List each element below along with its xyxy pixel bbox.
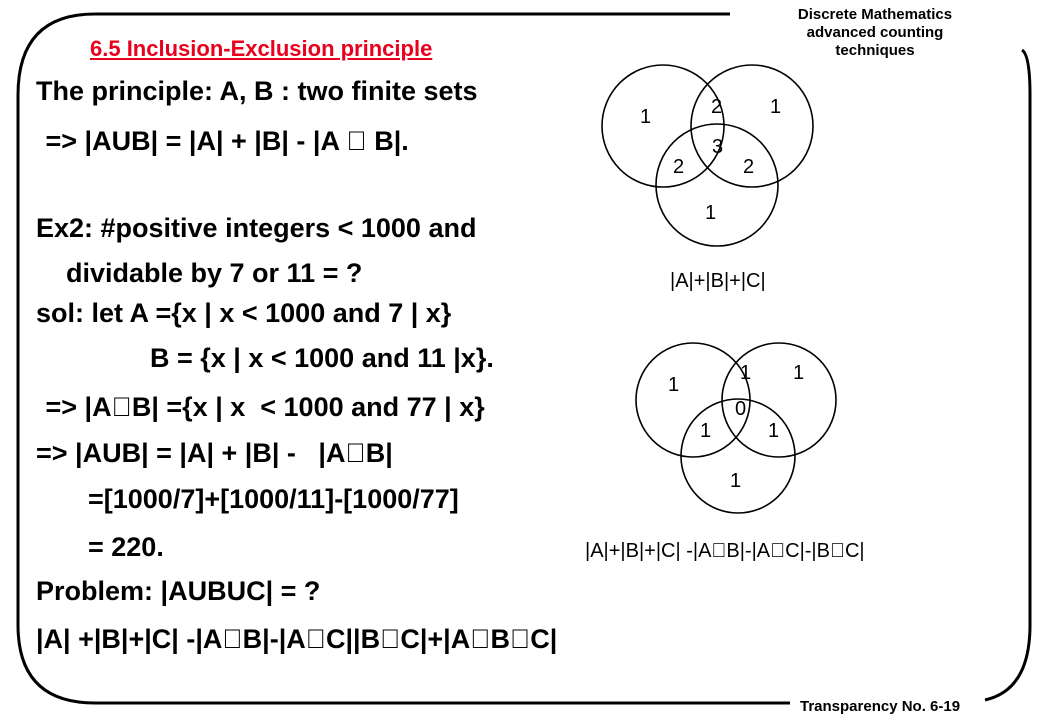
venn-bottom-label-c: 1 (730, 470, 742, 492)
venn-bottom-label-b: 1 (793, 362, 805, 384)
text-line-12: |A| +|B|+|C| -|AB|-|AC||BC|+|ABC| (36, 624, 557, 654)
venn-bottom-label-ac: 1 (700, 420, 712, 442)
text-line-10: = 220. (88, 532, 164, 562)
course-name: Discrete Mathematics (797, 6, 953, 23)
text-line-2: => |AUB| = |A| + |B| - |A  B|. (38, 126, 409, 156)
text-line-11: Problem: |AUBUC| = ? (36, 576, 321, 606)
venn-top-label-abc: 3 (712, 136, 724, 158)
venn-top (601, 64, 814, 247)
course-subtitle: advanced counting techniques (806, 24, 944, 59)
text-line-9: =[1000/7]+[1000/11]-[1000/77] (88, 484, 459, 514)
venn-bottom-label-a: 1 (668, 374, 680, 396)
text-line-7: => |AB| ={x | x < 1000 and 77 | x} (38, 392, 485, 422)
slide-title: 6.5 Inclusion-Exclusion principle (90, 36, 433, 61)
text-line-1: The principle: A, B : two finite sets (36, 76, 478, 106)
text-line-5: sol: let A ={x | x < 1000 and 7 | x} (36, 298, 452, 328)
venn-top-label-a: 1 (640, 106, 652, 128)
venn-top-label-bc: 2 (743, 156, 755, 178)
venn-bottom-caption: |A|+|B|+|C| -|AB|-|AC|-|BC| (585, 540, 865, 562)
transparency-number: Transparency No. 6-19 (800, 698, 961, 715)
venn-top-caption: |A|+|B|+|C| (670, 270, 766, 292)
text-line-3: Ex2: #positive integers < 1000 and (36, 213, 477, 243)
text-line-4: dividable by 7 or 11 = ? (66, 258, 363, 288)
text-line-8: => |AUB| = |A| + |B| - |AB| (36, 438, 393, 468)
text-line-6: B = {x | x < 1000 and 11 |x}. (150, 343, 494, 373)
venn-top-label-ac: 2 (673, 156, 685, 178)
venn-top-label-b: 1 (770, 96, 782, 118)
venn-bottom-label-bc: 1 (768, 420, 780, 442)
venn-top-label-c: 1 (705, 202, 717, 224)
venn-top-label-ab: 2 (711, 96, 723, 118)
course-header: Discrete Mathematics advanced counting t… (770, 6, 980, 60)
venn-bottom (635, 342, 837, 514)
venn-bottom-label-abc: 0 (735, 398, 747, 420)
venn-bottom-label-ab: 1 (740, 362, 752, 384)
